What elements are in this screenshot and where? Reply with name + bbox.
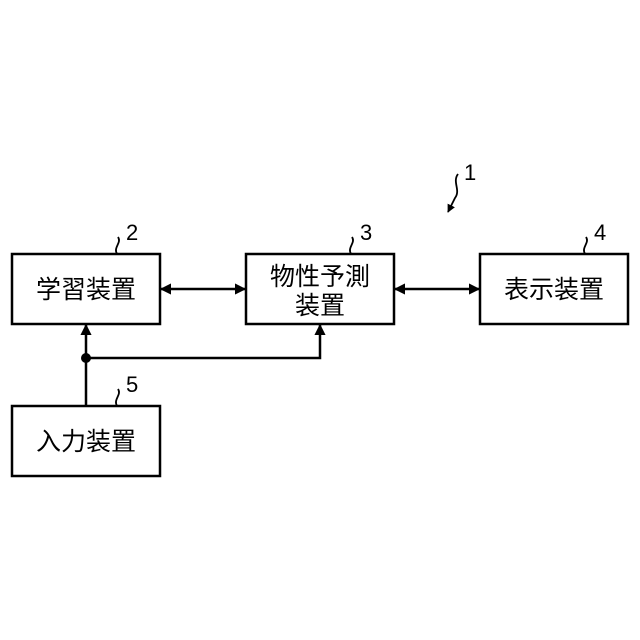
input-to-prediction-arrow (86, 325, 320, 358)
learning-device-ref-number: 2 (126, 220, 138, 245)
learning-device-block: 学習装置 2 (12, 220, 160, 324)
learning-device-label: 学習装置 (36, 275, 136, 304)
input-device-label: 入力装置 (36, 427, 136, 456)
junction-dot (81, 353, 91, 363)
input-device-ref-leader (116, 389, 119, 406)
display-device-block: 表示装置 4 (480, 220, 628, 324)
prediction-device-ref-number: 3 (360, 220, 372, 245)
display-device-ref-number: 4 (594, 220, 606, 245)
prediction-device-ref-leader (350, 237, 353, 254)
prediction-device-block: 物性予測 装置 3 (246, 220, 394, 324)
system-ref-number: 1 (464, 160, 476, 185)
learning-device-ref-leader (116, 237, 119, 254)
system-ref: 1 (448, 160, 476, 212)
prediction-device-label-line2: 装置 (295, 291, 345, 320)
input-device-ref-number: 5 (126, 372, 138, 397)
prediction-device-label-line1: 物性予測 (270, 262, 370, 291)
system-ref-leader-arrow (448, 174, 458, 212)
display-device-ref-leader (584, 237, 587, 254)
display-device-label: 表示装置 (504, 275, 604, 304)
